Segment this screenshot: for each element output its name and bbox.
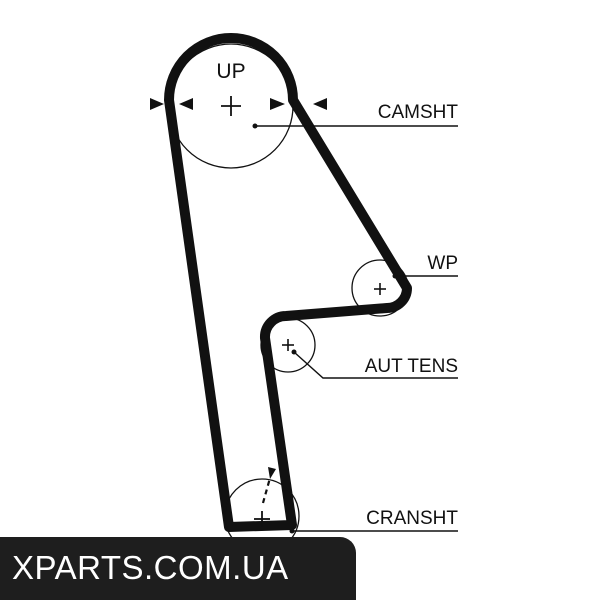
camshaft-pulley <box>168 43 294 169</box>
camshaft-center-mark <box>221 96 241 116</box>
auto-tensioner-label: AUT TENS <box>365 356 458 377</box>
auto-tensioner-leader <box>291 349 458 379</box>
crankshaft-timing-mark <box>261 477 272 504</box>
auto-tensioner-center-mark <box>282 339 294 351</box>
water-pump-pulley <box>351 259 409 317</box>
water-pump-label: WP <box>427 253 458 274</box>
right-outer-arrow <box>313 98 327 110</box>
camshaft-label: CAMSHT <box>378 102 459 123</box>
water-pump-leader <box>392 273 458 279</box>
watermark-text: XPARTS.COM.UA <box>12 549 289 586</box>
left-outer-arrow <box>150 98 164 110</box>
up-label: UP <box>216 60 245 83</box>
water-pump-center-mark <box>374 283 386 295</box>
crankshaft-leader <box>289 528 458 534</box>
auto-tensioner-pulley <box>260 317 316 373</box>
crankshaft-center-mark <box>254 511 270 527</box>
crankshaft-label: CRANSHT <box>366 508 458 529</box>
right-inner-arrow <box>270 98 285 110</box>
camshaft-leader <box>252 123 458 129</box>
crankshaft-timing-arrow <box>268 467 276 479</box>
left-inner-arrow <box>179 98 193 110</box>
timing-belt <box>164 33 412 532</box>
watermark-banner: XPARTS.COM.UA <box>0 537 356 600</box>
